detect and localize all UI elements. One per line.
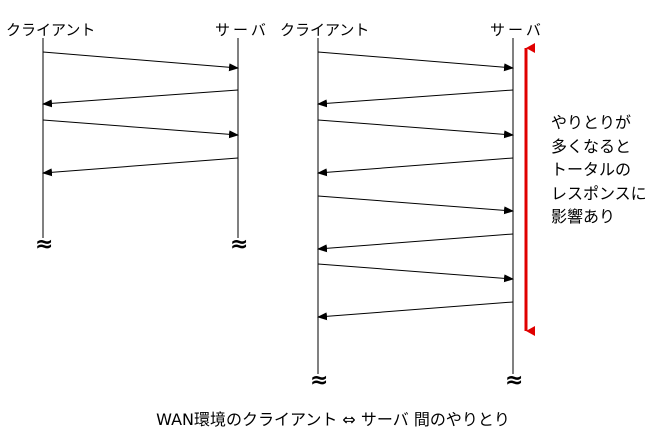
response-impact-note: やりとりが 多くなると トータルの レスポンスに 影響あり — [551, 111, 647, 229]
right-client-break-mark: ≈ — [310, 368, 329, 393]
left-server-break-mark: ≈ — [230, 232, 249, 257]
diagram-caption: WAN環境のクライアント ⇔ サーバ 間のやりとり — [156, 410, 510, 429]
right-message-response-3 — [317, 233, 514, 253]
right-client-label: クライアント — [280, 21, 370, 39]
left-message-request-2 — [42, 119, 239, 139]
note-line: レスポンスに — [551, 183, 647, 203]
left-server-label: サーバ — [215, 21, 269, 39]
right-message-response-2 — [317, 157, 514, 177]
note-line: 多くなると — [551, 136, 632, 156]
right-message-request-1 — [317, 51, 514, 72]
right-message-response-1 — [317, 89, 514, 108]
left-message-response-1 — [42, 89, 239, 108]
note-line: トータルの — [551, 160, 632, 179]
left-client-break-mark: ≈ — [35, 232, 54, 257]
note-line: 影響あり — [551, 207, 616, 226]
right-message-response-4 — [317, 301, 514, 321]
right-message-request-2 — [317, 119, 514, 139]
right-message-request-4 — [317, 263, 514, 283]
right-server-label: サーバ — [490, 21, 544, 39]
left-client-label: クライアント — [6, 21, 96, 39]
right-server-break-mark: ≈ — [505, 368, 524, 393]
note-line: やりとりが — [551, 113, 632, 132]
left-message-request-1 — [42, 51, 239, 72]
right-message-request-3 — [317, 195, 514, 215]
left-message-response-2 — [42, 157, 239, 177]
